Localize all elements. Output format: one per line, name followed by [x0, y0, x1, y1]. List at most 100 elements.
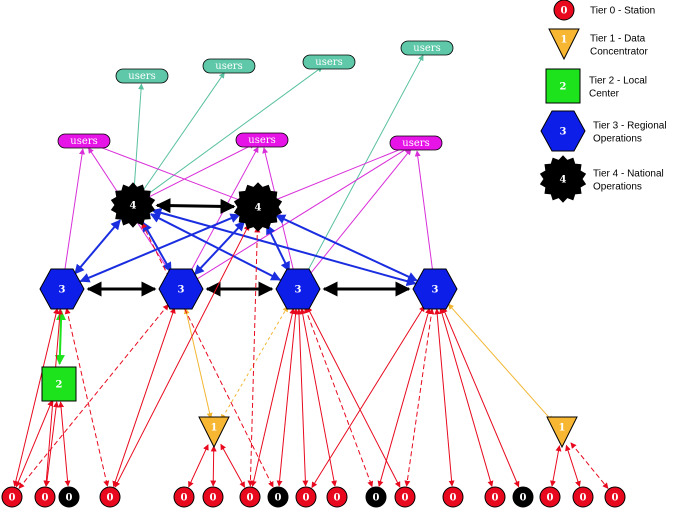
station-icon: [484, 486, 506, 508]
link-magenta: [414, 150, 434, 276]
legend-symbol: 0: [561, 6, 568, 17]
triangle-icon: [546, 416, 578, 449]
link-magenta: [90, 142, 246, 203]
concentrator-label: 1: [211, 423, 218, 434]
legend-symbol: 1: [561, 35, 568, 46]
station-node-4: 0: [99, 486, 121, 508]
regional-label: 3: [295, 285, 302, 296]
legend-label: Operations: [593, 134, 642, 145]
national-node-2: 4: [233, 182, 283, 232]
users-label: users: [402, 138, 429, 149]
station-label: 0: [9, 493, 16, 504]
station-icon: [394, 486, 416, 508]
legend-symbol: 2: [560, 82, 567, 93]
users-label: users: [315, 57, 342, 68]
link-teal: [133, 83, 145, 194]
legend-label: Tier 1 - Data: [590, 34, 646, 45]
concentrator-node-2: 1: [546, 416, 578, 449]
users-pill-shape: [235, 132, 289, 148]
link-red: [439, 307, 494, 488]
station-icon: [239, 486, 261, 508]
station-node-2: 0: [34, 486, 56, 508]
users-label: users: [248, 135, 275, 146]
users-pill-shape: [389, 135, 443, 151]
station-icon: [295, 486, 317, 508]
station-label: 0: [373, 493, 380, 504]
regional-node-1: 3: [39, 268, 85, 310]
station-label: 0: [303, 493, 310, 504]
station-icon: [99, 486, 121, 508]
station-icon: [604, 486, 626, 508]
users-teal-4: users: [400, 40, 454, 56]
link-red: [404, 308, 435, 487]
link-teal: [142, 66, 324, 199]
station-label: 0: [450, 493, 457, 504]
link-red: [220, 443, 246, 488]
users-pill-shape: [202, 58, 256, 74]
link-magenta: [270, 145, 410, 203]
link-red: [570, 442, 609, 489]
legend-label: Operations: [593, 182, 642, 193]
hexagon-icon: [158, 268, 204, 310]
station-icon: [202, 486, 224, 508]
national-label: 4: [255, 203, 262, 214]
triangle-icon: [548, 28, 580, 61]
station-node-5: 0: [173, 486, 195, 508]
national-label: 4: [130, 201, 137, 212]
concentrator-label: 1: [559, 423, 566, 434]
users-teal-3: users: [302, 54, 356, 70]
link-blue: [275, 214, 418, 282]
users-pill-shape: [115, 68, 169, 84]
station-circle-icon: [553, 0, 575, 21]
square-icon: [545, 68, 581, 104]
link-teal: [139, 72, 225, 196]
station-node-15: 0: [512, 486, 534, 508]
station-label: 0: [334, 493, 341, 504]
station-node-18: 0: [604, 486, 626, 508]
link-red: [141, 222, 274, 488]
link-teal: [303, 54, 424, 279]
regional-label: 3: [59, 285, 66, 296]
legend-label: Tier 2 - Local: [589, 76, 647, 87]
station-label: 0: [520, 493, 527, 504]
legend-item-1: 0 Tier 0 - Station: [553, 0, 655, 21]
station-label: 0: [612, 493, 619, 504]
station-node-3: 0: [58, 486, 80, 508]
station-dark-icon: [267, 486, 289, 508]
station-label: 0: [247, 493, 254, 504]
users-label: users: [413, 43, 440, 54]
users-magenta-3: users: [389, 135, 443, 151]
users-magenta-2: users: [235, 132, 289, 148]
legend-label: Tier 4 - National: [593, 169, 664, 180]
link-blue: [74, 219, 121, 275]
local-center-node: 2: [41, 366, 77, 402]
station-label: 0: [66, 493, 73, 504]
station-node-16: 0: [539, 486, 561, 508]
legend-label: Tier 0 - Station: [590, 6, 655, 17]
link-red: [295, 308, 309, 487]
link-yellow: [447, 303, 554, 422]
station-dark-icon: [365, 486, 387, 508]
link-black: [155, 198, 236, 214]
users-label: users: [128, 71, 155, 82]
station-icon: [173, 486, 195, 508]
station-label: 0: [402, 493, 409, 504]
hexagon-icon: [39, 268, 85, 310]
link-magenta: [63, 148, 85, 276]
hexagon-icon: [540, 110, 586, 152]
regional-label: 3: [432, 285, 439, 296]
regional-node-4: 3: [412, 268, 458, 310]
link-red: [434, 308, 455, 487]
station-node-1: 0: [1, 486, 23, 508]
station-node-6: 0: [202, 486, 224, 508]
station-label: 0: [210, 493, 217, 504]
local-label: 2: [56, 380, 63, 391]
regional-node-2: 3: [158, 268, 204, 310]
station-node-13: 0: [442, 486, 464, 508]
link-magenta: [306, 148, 412, 279]
station-icon: [572, 486, 594, 508]
